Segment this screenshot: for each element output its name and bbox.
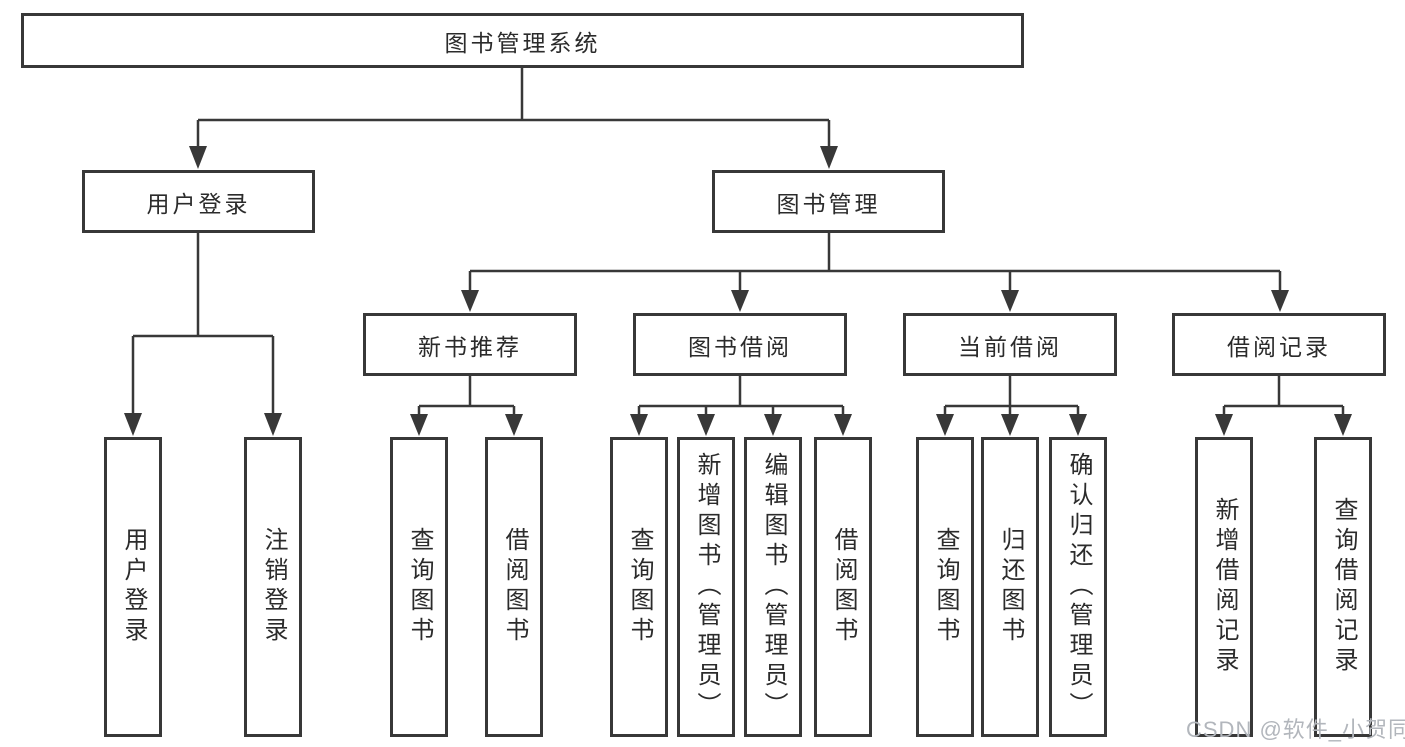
- leaf-add-book-admin: 新增图书（管理员）: [677, 437, 735, 737]
- node-new-book-recommend: 新书推荐: [363, 313, 577, 376]
- leaf-edit-book-admin: 编辑图书（管理员）: [744, 437, 802, 737]
- node-user-login: 用户登录: [82, 170, 315, 233]
- leaf-user-login: 用户登录: [104, 437, 162, 737]
- watermark: CSDN @软件_小贺同学: [1186, 717, 1405, 742]
- node-book-management: 图书管理: [712, 170, 945, 233]
- leaf-return-books: 归还图书: [981, 437, 1039, 737]
- leaf-borrow-books-2: 借阅图书: [814, 437, 872, 737]
- leaf-query-books-1: 查询图书: [390, 437, 448, 737]
- leaf-query-borrow-record: 查询借阅记录: [1314, 437, 1372, 737]
- leaf-query-books-2: 查询图书: [610, 437, 668, 737]
- connector-arrowheads: [124, 146, 1352, 436]
- leaf-confirm-return-admin: 确认归还（管理员）: [1049, 437, 1107, 737]
- leaf-add-borrow-record: 新增借阅记录: [1195, 437, 1253, 737]
- node-current-borrowing: 当前借阅: [903, 313, 1117, 376]
- node-borrowing-records: 借阅记录: [1172, 313, 1386, 376]
- node-book-borrowing: 图书借阅: [633, 313, 847, 376]
- leaf-logout: 注销登录: [244, 437, 302, 737]
- connector-lines: [131, 68, 1345, 419]
- leaf-query-books-3: 查询图书: [916, 437, 974, 737]
- leaf-borrow-books-1: 借阅图书: [485, 437, 543, 737]
- node-root: 图书管理系统: [21, 13, 1024, 68]
